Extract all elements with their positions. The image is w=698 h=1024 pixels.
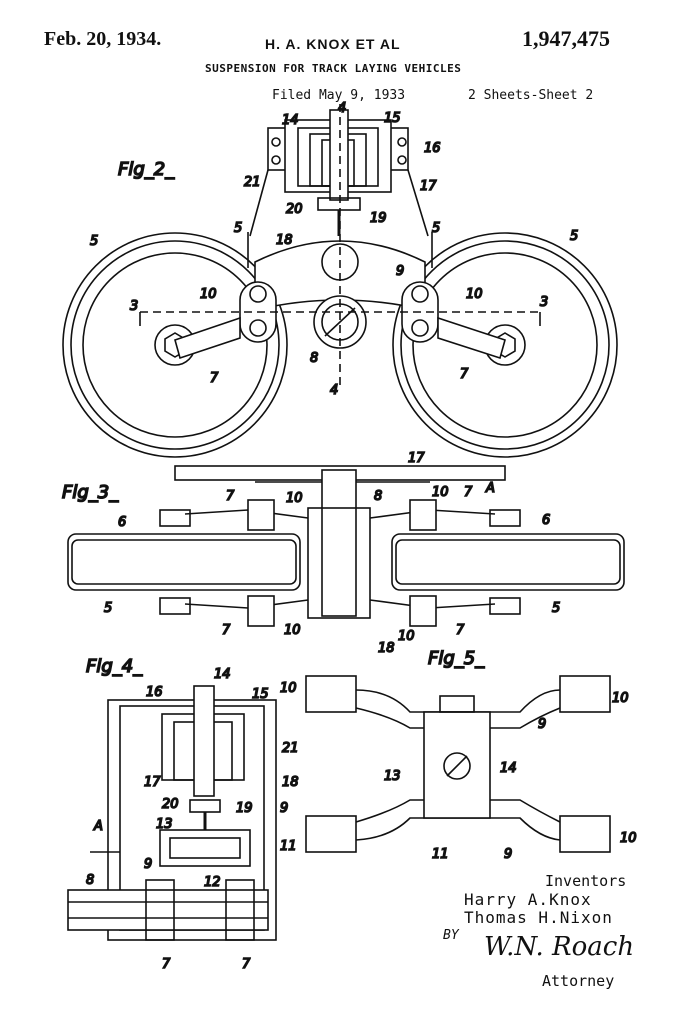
label-17-fig4: 17: [144, 775, 161, 790]
label-10-fig5-top-left: 10: [280, 681, 297, 696]
label-18-fig2: 18: [276, 233, 293, 248]
label-7-fig2-left: 7: [210, 371, 219, 386]
label-5-fig2-mid-left: 5: [234, 221, 242, 236]
label-5-fig3-left: 5: [104, 601, 112, 616]
attorney-label: Attorney: [542, 972, 615, 990]
label-A-fig3: A: [485, 481, 495, 496]
label-14-fig4: 14: [214, 667, 231, 682]
label-3-fig2-left: 3: [130, 299, 138, 314]
label-10-fig2-left: 10: [200, 287, 217, 302]
left-road-wheel: [62, 232, 288, 458]
label-18-fig3: 18: [378, 641, 395, 656]
figure-4: Fig_4_ 14 16 15 21 17 18 20 19 9 13 A 11…: [67, 655, 299, 973]
label-9-fig4-bottom: 9: [144, 857, 152, 872]
label-12-fig4: 12: [204, 875, 221, 890]
label-16-fig4: 16: [146, 685, 163, 700]
patent-date: Feb. 20, 1934.: [44, 28, 162, 50]
fig-5-label: Fig_5_: [428, 648, 485, 669]
label-14-fig2: 14: [282, 113, 299, 128]
fig-4-label: Fig_4_: [86, 656, 143, 677]
inventor-1-name: Harry A.Knox: [464, 890, 592, 909]
label-10-fig5-top-right: 10: [612, 691, 629, 706]
fig-3-label: Fig_3_: [62, 482, 119, 503]
label-6-fig3-left: 6: [118, 515, 126, 530]
label-13-fig5: 13: [384, 769, 401, 784]
label-19-fig2: 19: [370, 211, 387, 226]
label-4-fig2-top: 4: [338, 101, 346, 116]
label-7-fig3-bottom-left: 7: [222, 623, 231, 638]
label-4-fig2-bottom: 4: [330, 383, 338, 398]
label-15-fig2: 15: [384, 111, 401, 126]
label-11-fig4: 11: [280, 839, 297, 854]
label-7-fig3-bottom-right: 7: [456, 623, 465, 638]
fig-2-label: Fig_2_: [118, 159, 175, 180]
top-spring-housing: [249, 109, 429, 237]
label-10-fig3-bottom-right: 10: [398, 629, 415, 644]
label-10-fig3-bottom-left: 10: [284, 623, 301, 638]
figure-5: Fig_5_ 10 10 9 13 14 11 9 10: [279, 647, 637, 863]
label-20-fig4: 20: [162, 797, 179, 812]
label-20-fig2: 20: [286, 202, 303, 217]
label-8-fig3: 8: [374, 489, 382, 504]
sheet-count: 2 Sheets-Sheet 2: [468, 88, 594, 103]
label-10-fig3-top-right: 10: [432, 485, 449, 500]
label-17-fig3: 17: [408, 451, 425, 466]
label-10-fig5-bottom-right: 10: [620, 831, 637, 846]
patent-number: 1,947,475: [522, 26, 610, 51]
label-8-fig2: 8: [310, 351, 318, 366]
label-9-fig5-bottom: 9: [504, 847, 512, 862]
by-label: BY: [443, 928, 459, 943]
label-8-fig4: 8: [86, 873, 94, 888]
figure-2: Fig_2_: [62, 100, 618, 458]
right-road-wheel: [392, 232, 618, 458]
attorney-signature: W.N. Roach: [484, 932, 635, 962]
label-3-fig2-right: 3: [540, 295, 548, 310]
label-5-fig2-right: 5: [570, 229, 578, 244]
label-15-fig4: 15: [252, 687, 269, 702]
figure-3: Fig_3_ 17 A 7 10 8 10 7 6 6 5 5 7 10 18 …: [61, 450, 625, 657]
label-7-fig3-top-right: 7: [464, 485, 473, 500]
patent-title: SUSPENSION FOR TRACK LAYING VEHICLES: [205, 62, 462, 75]
label-13-fig4: 13: [156, 817, 173, 832]
label-7-fig3-top-left: 7: [226, 489, 235, 504]
label-21-fig2: 21: [244, 175, 261, 190]
label-21-fig4: 21: [282, 741, 299, 756]
label-11-fig5: 11: [432, 847, 449, 862]
label-7-fig4-left: 7: [162, 957, 171, 972]
inventors-label: Inventors: [545, 872, 627, 890]
label-7-fig2-right: 7: [460, 367, 469, 382]
label-5-fig3-right: 5: [552, 601, 560, 616]
label-6-fig3-right: 6: [542, 513, 550, 528]
label-10-fig2-right: 10: [466, 287, 483, 302]
label-5-fig2-mid-right: 5: [432, 221, 440, 236]
label-9-fig5-top: 9: [538, 717, 546, 732]
inventor-names-header: H. A. KNOX ET AL: [265, 36, 401, 52]
label-18-fig4: 18: [282, 775, 299, 790]
label-16-fig2: 16: [424, 141, 441, 156]
label-7-fig4-right: 7: [242, 957, 251, 972]
label-17-fig2: 17: [420, 179, 437, 194]
inventor-2-name: Thomas H.Nixon: [464, 908, 613, 927]
label-A-fig4: A: [93, 819, 103, 834]
label-14-fig5: 14: [500, 761, 517, 776]
filed-date: Filed May 9, 1933: [272, 88, 406, 103]
label-19-fig4: 19: [236, 801, 253, 816]
label-10-fig3-top-left: 10: [286, 491, 303, 506]
label-9-fig2: 9: [396, 264, 404, 279]
label-9-fig4-top: 9: [280, 801, 288, 816]
label-5-fig2-left: 5: [90, 234, 98, 249]
